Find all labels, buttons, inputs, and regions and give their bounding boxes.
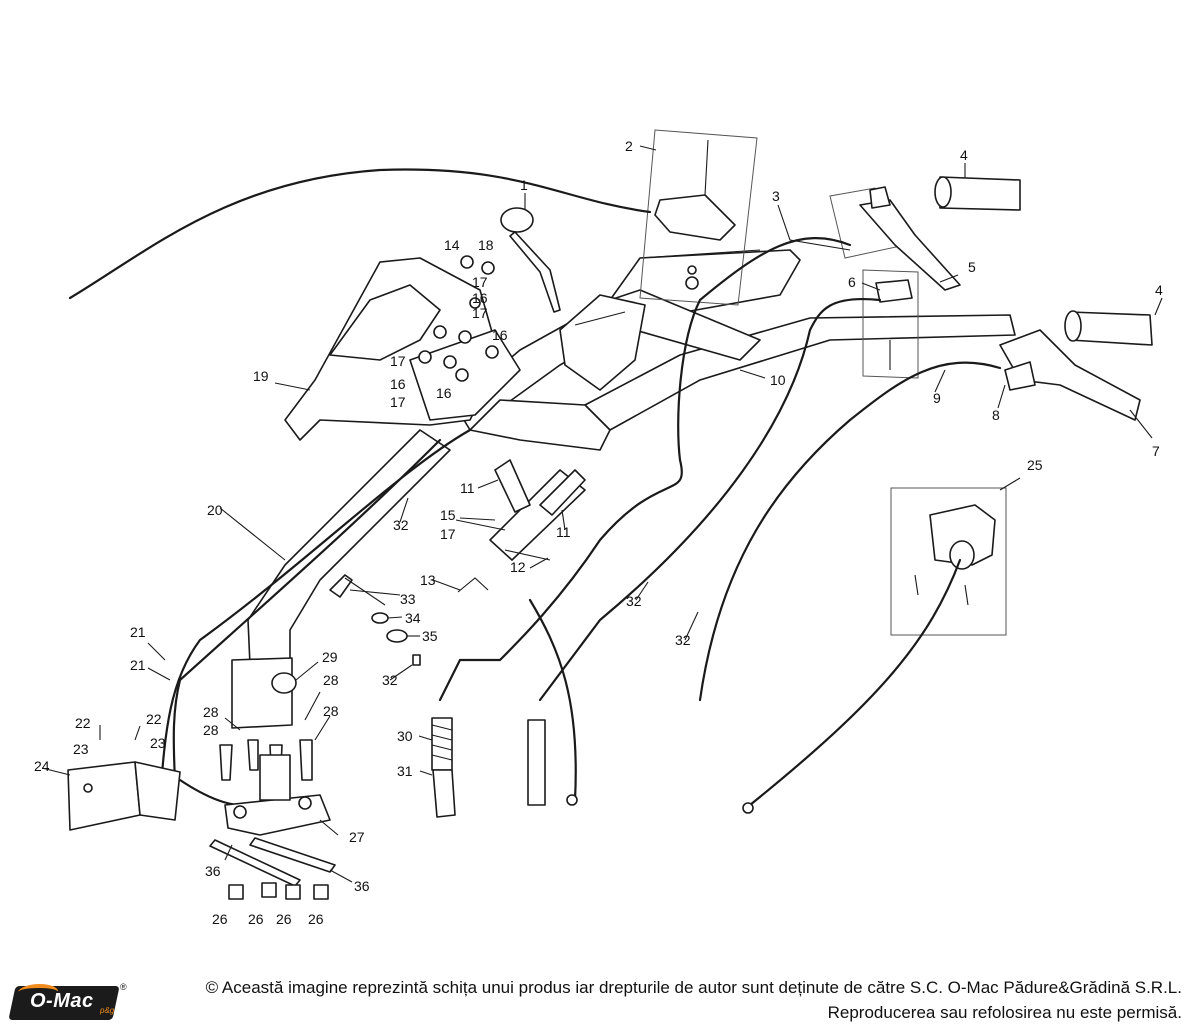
callout-36-a: 36 (205, 863, 221, 879)
logo-text: O-Mac (30, 990, 94, 1012)
callout-6: 6 (848, 274, 856, 290)
right-drive-lever (999, 329, 1141, 421)
callout-10: 10 (770, 372, 786, 388)
base-plate (209, 794, 336, 887)
callout-17-b: 17 (472, 305, 488, 321)
shift-lever (500, 207, 561, 313)
callout-13: 13 (420, 572, 436, 588)
callout-16-a: 16 (472, 290, 488, 306)
callout-32-c: 32 (675, 632, 691, 648)
callout-21-b: 21 (130, 657, 146, 673)
callout-36-b: 36 (354, 878, 370, 894)
callout-11-right: 11 (556, 524, 571, 540)
callout-28-a: 28 (203, 704, 219, 720)
cable-spring-end (431, 717, 754, 818)
callout-7: 7 (1152, 443, 1160, 459)
left-grip (934, 176, 1021, 211)
callout-22-a: 22 (75, 715, 91, 731)
callout-32-a: 32 (393, 517, 409, 533)
bolts (219, 739, 313, 801)
callout-17-e: 17 (440, 526, 456, 542)
leader-lines (41, 145, 1163, 883)
reproduction-notice: Reproducerea sau refolosirea nu este per… (827, 1003, 1182, 1022)
callout-33: 33 (400, 591, 416, 607)
callout-17-c: 17 (390, 353, 406, 369)
logo-subtext: p&g (100, 1006, 115, 1015)
stop-switch (862, 269, 919, 379)
callout-35: 35 (422, 628, 438, 644)
callout-29: 29 (322, 649, 338, 665)
callout-32-d: 32 (382, 672, 398, 688)
switch-cover-inset (890, 487, 1007, 636)
callout-25: 25 (1027, 457, 1043, 473)
callout-2: 2 (625, 138, 633, 154)
callout-26-a: 26 (212, 911, 228, 927)
callout-16-c: 16 (390, 376, 406, 392)
callout-18: 18 (478, 237, 494, 253)
callout-1: 1 (520, 177, 528, 193)
callout-23-a: 23 (73, 741, 89, 757)
callout-34: 34 (405, 610, 421, 626)
callout-16-d: 16 (436, 385, 452, 401)
callout-23-b: 23 (150, 735, 166, 751)
control-cables (68, 168, 1002, 807)
callout-4-right-grip: 4 (1155, 282, 1163, 298)
callout-9: 9 (933, 390, 941, 406)
callout-12: 12 (510, 559, 526, 575)
handle-tube (231, 429, 451, 729)
callout-17-a: 17 (472, 274, 488, 290)
switch-box (559, 294, 646, 391)
callout-26-d: 26 (308, 911, 324, 927)
callout-31: 31 (397, 763, 413, 779)
registered-mark: ® (120, 982, 127, 992)
callout-17-d: 17 (390, 394, 406, 410)
handlebar-parts-diagram: 1 2 3 4 4 5 6 7 8 9 10 11 11 12 13 14 15… (34, 129, 1163, 927)
callout-3: 3 (772, 188, 780, 204)
callout-28-b: 28 (203, 722, 219, 738)
callout-30: 30 (397, 728, 413, 744)
o-mac-logo: O-Mac p&g ® (8, 982, 127, 1022)
callout-11-left: 11 (460, 480, 475, 496)
cable-bracket (67, 761, 181, 831)
throttle-lever-assembly (639, 129, 758, 306)
callout-28-c: 28 (323, 672, 339, 688)
right-grip (1064, 310, 1153, 346)
left-clutch-lever (829, 186, 961, 291)
callout-5: 5 (968, 259, 976, 275)
callout-19: 19 (253, 368, 269, 384)
nuts (228, 882, 329, 900)
callout-4-left-grip: 4 (960, 147, 968, 163)
panel-fasteners (418, 255, 499, 382)
callout-16-b: 16 (492, 327, 508, 343)
callout-14: 14 (444, 237, 460, 253)
copyright-notice: © Această imagine reprezintă schița unui… (205, 978, 1182, 997)
callout-15: 15 (440, 507, 456, 523)
callout-27: 27 (349, 829, 365, 845)
callout-22-b: 22 (146, 711, 162, 727)
callout-24: 24 (34, 758, 50, 774)
copyright-footer: O-Mac p&g ® © Această imagine reprezintă… (0, 968, 1200, 1030)
lever-bracket (457, 459, 586, 593)
callout-20: 20 (207, 502, 223, 518)
callout-26-b: 26 (248, 911, 264, 927)
callout-numbers: 1 2 3 4 4 5 6 7 8 9 10 11 11 12 13 14 15… (34, 138, 1163, 927)
callout-8: 8 (992, 407, 1000, 423)
callout-21-a: 21 (130, 624, 146, 640)
handlebar-frame (454, 249, 1016, 451)
callout-32-b: 32 (626, 593, 642, 609)
callout-26-c: 26 (276, 911, 292, 927)
callout-28-d: 28 (323, 703, 339, 719)
